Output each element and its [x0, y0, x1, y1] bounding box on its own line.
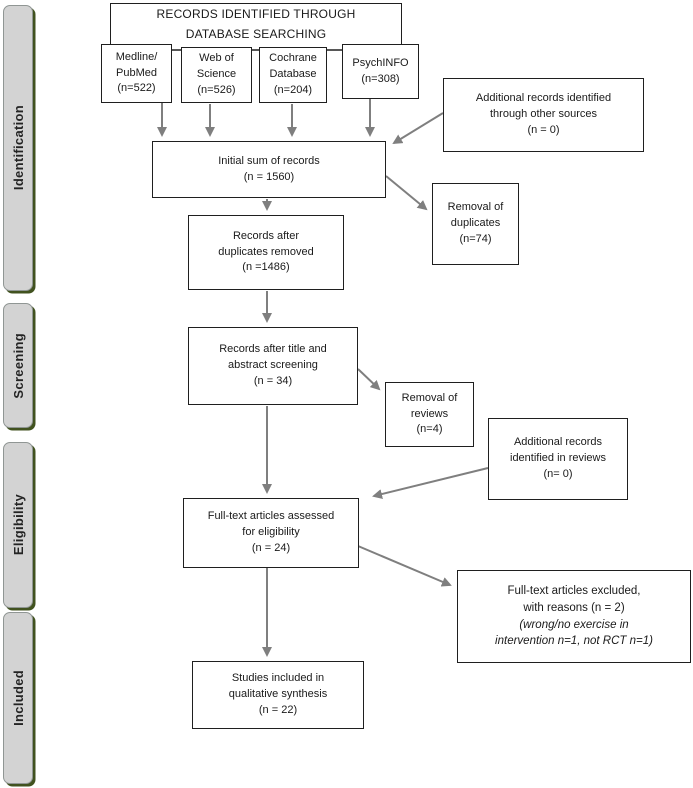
flow-box-web-of-science: Web of Science (n=526)	[181, 47, 252, 103]
box-line: PsychINFO	[352, 56, 409, 69]
flow-box-records-identified: RECORDS IDENTIFIED THROUGH DATABASE SEAR…	[110, 3, 402, 45]
stage-label-included: Included	[10, 670, 26, 726]
flow-box-removal-duplicates: Removal of duplicates (n=74)	[432, 183, 519, 265]
box-line: PubMed	[116, 66, 157, 79]
box-line: (n = 1560)	[243, 170, 295, 183]
box-line: Medline/	[115, 50, 158, 63]
box-line: Studies included in	[231, 672, 325, 685]
box-line: qualitative synthesis	[228, 688, 328, 701]
box-line: with reasons (n = 2)	[523, 601, 625, 614]
box-line: Records after	[232, 229, 300, 242]
box-line: Full-text articles assessed	[207, 510, 335, 523]
box-line: Database	[269, 68, 317, 81]
box-line: (n= 0)	[543, 467, 573, 480]
flow-box-additional-sources: Additional records identified through ot…	[443, 78, 644, 152]
flow-box-duplicates-removed: Records after duplicates removed (n =148…	[188, 215, 344, 290]
box-line: Initial sum of records	[218, 154, 320, 167]
box-line: (wrong/no exercise in	[519, 618, 629, 631]
box-line: Additional records identified	[475, 92, 612, 105]
flow-box-title-abstract-screening: Records after title and abstract screeni…	[188, 327, 358, 405]
stage-bar-screening: Screening	[3, 303, 33, 428]
box-line: identified in reviews	[510, 452, 606, 465]
box-line: (n = 22)	[258, 703, 298, 716]
box-line: abstract screening	[228, 359, 318, 372]
stage-label-screening: Screening	[10, 332, 26, 399]
box-line: Science	[196, 68, 237, 81]
box-line: Web of	[199, 52, 234, 65]
box-line: (n=308)	[361, 72, 400, 85]
box-line: (n = 34)	[253, 374, 293, 387]
box-line: Full-text articles excluded,	[507, 585, 641, 598]
box-line: (n=204)	[273, 83, 313, 96]
box-line: Additional records	[513, 436, 603, 449]
box-line: (n=522)	[117, 82, 156, 95]
box-line: Removal of	[447, 201, 504, 214]
stage-bar-identification: Identification	[3, 5, 33, 291]
box-line: through other sources	[489, 108, 597, 121]
flow-box-fulltext-assessed: Full-text articles assessed for eligibil…	[183, 498, 359, 568]
box-line: duplicates removed	[218, 245, 314, 258]
box-line: (n=74)	[459, 232, 492, 245]
flow-box-psychinfo: PsychINFO (n=308)	[342, 44, 419, 99]
box-line: Records after title and	[219, 343, 327, 356]
box-line: (n=526)	[197, 83, 236, 96]
flow-box-initial-sum: Initial sum of records (n = 1560)	[152, 141, 386, 198]
box-line: (n = 24)	[251, 541, 291, 554]
stage-label-identification: Identification	[10, 105, 26, 191]
flow-box-additional-reviews: Additional records identified in reviews…	[488, 418, 628, 500]
box-line: intervention n=1, not RCT n=1)	[495, 635, 653, 648]
box-line: Cochrane	[269, 52, 317, 65]
flow-box-studies-included: Studies included in qualitative synthesi…	[192, 661, 364, 729]
box-line: (n =1486)	[242, 261, 290, 274]
box-line: DATABASE SEARCHING	[185, 26, 327, 41]
box-line: (n = 0)	[527, 123, 560, 136]
stage-bar-included: Included	[3, 612, 33, 784]
box-line: Removal of	[401, 391, 458, 404]
box-line: duplicates	[450, 217, 501, 230]
box-line: for eligibility	[242, 526, 300, 539]
flow-box-fulltext-excluded: Full-text articles excluded, with reason…	[457, 570, 691, 663]
box-line: RECORDS IDENTIFIED THROUGH	[156, 7, 356, 22]
box-line: reviews	[410, 407, 449, 420]
stage-label-eligibility: Eligibility	[10, 494, 26, 556]
flow-box-cochrane: Cochrane Database (n=204)	[259, 47, 327, 103]
flow-box-medline: Medline/ PubMed (n=522)	[101, 44, 172, 103]
box-line: (n=4)	[416, 423, 443, 436]
stage-bar-eligibility: Eligibility	[3, 442, 33, 608]
flow-box-removal-reviews: Removal of reviews (n=4)	[385, 382, 474, 447]
